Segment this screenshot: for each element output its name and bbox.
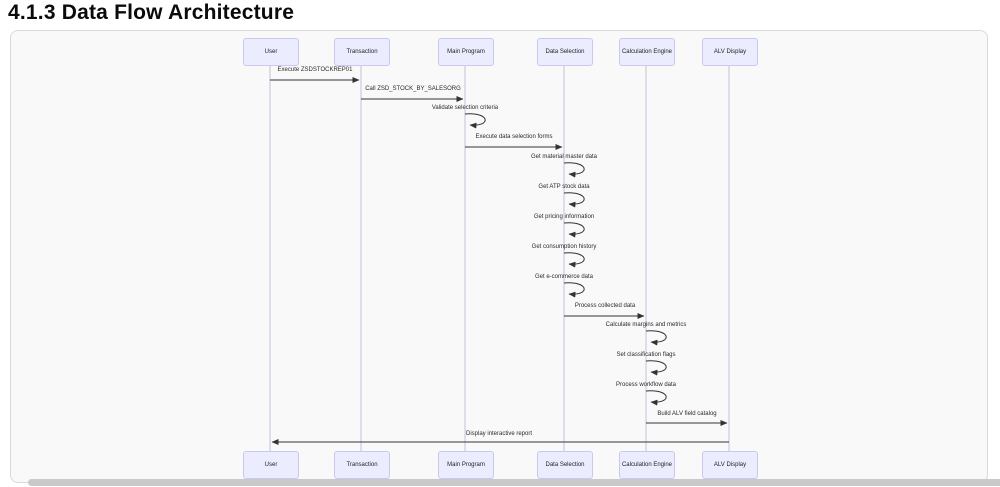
participant-calculation-engine-top: Calculation Engine <box>619 38 675 66</box>
message-label: Validate selection criteria <box>431 105 499 111</box>
message-label: Get ATP stock data <box>538 184 590 190</box>
participant-label: Transaction <box>346 49 378 55</box>
participant-label: Calculation Engine <box>621 49 673 55</box>
participant-label: Calculation Engine <box>621 462 673 468</box>
message-label: Get pricing information <box>533 214 595 220</box>
participant-label: Main Program <box>447 49 485 55</box>
self-message-arrow <box>563 222 585 238</box>
participant-data-selection-top: Data Selection <box>537 38 593 66</box>
participant-user-top: User <box>243 38 299 66</box>
participant-data-selection-bottom: Data Selection <box>537 451 593 479</box>
self-message-arrow <box>563 282 585 298</box>
participant-label: Main Program <box>447 462 485 468</box>
participant-main-program-bottom: Main Program <box>438 451 494 479</box>
message-label: Execute data selection forms <box>475 134 553 140</box>
page-title: 4.1.3 Data Flow Architecture <box>8 1 295 24</box>
participant-alv-display-top: ALV Display <box>702 38 758 66</box>
participant-label: Data Selection <box>545 49 585 55</box>
participant-user-bottom: User <box>243 451 299 479</box>
message-label: Calculate margins and metrics <box>605 322 687 328</box>
participant-transaction-bottom: Transaction <box>334 451 390 479</box>
self-message-arrow <box>464 113 486 129</box>
participant-label: Transaction <box>346 462 378 468</box>
participant-alv-display-bottom: ALV Display <box>702 451 758 479</box>
participant-label: Data Selection <box>545 462 585 468</box>
message-label: Get consumption history <box>531 244 597 250</box>
participant-main-program-top: Main Program <box>438 38 494 66</box>
participant-label: ALV Display <box>713 462 747 468</box>
message-label: Display interactive report <box>465 431 533 437</box>
horizontal-scrollbar[interactable] <box>28 479 1000 486</box>
message-label: Process collected data <box>574 303 636 309</box>
message-label: Get material master data <box>530 154 598 160</box>
self-message-arrow <box>563 162 585 178</box>
participant-label: ALV Display <box>713 49 747 55</box>
message-label: Get e-commerce data <box>534 274 594 280</box>
message-label: Process workflow data <box>615 382 677 388</box>
message-label: Set classification flags <box>616 352 676 358</box>
self-message-arrow <box>645 360 667 376</box>
self-message-arrow <box>563 192 585 208</box>
participant-label: User <box>264 49 278 55</box>
self-message-arrow <box>645 390 667 406</box>
self-message-arrow <box>645 330 667 346</box>
self-message-arrow <box>563 252 585 268</box>
sequence-diagram-lines <box>269 64 730 451</box>
participant-label: User <box>264 462 278 468</box>
message-label: Execute ZSDSTOCKREP01 <box>277 67 353 73</box>
participant-transaction-top: Transaction <box>334 38 390 66</box>
message-label: Call ZSD_STOCK_BY_SALESORG <box>365 86 461 92</box>
message-label: Build ALV field catalog <box>657 411 717 417</box>
participant-calculation-engine-bottom: Calculation Engine <box>619 451 675 479</box>
diagram-card: User Transaction Main Program Data Selec… <box>10 30 988 483</box>
